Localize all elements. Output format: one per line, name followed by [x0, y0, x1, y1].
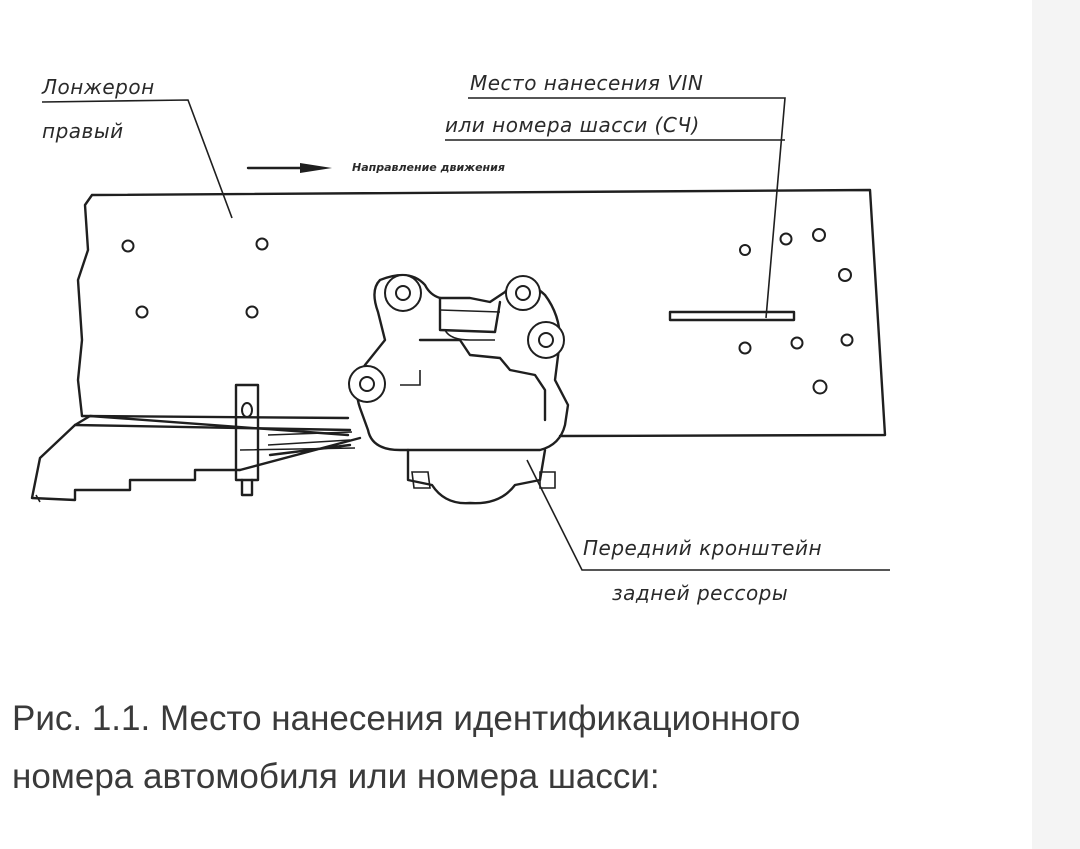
frame-rail-outline	[30, 188, 887, 502]
vin-leader-line	[468, 97, 786, 319]
spring-bracket	[348, 273, 570, 505]
frame-rail-detail-lines	[35, 431, 356, 503]
clamp-hole	[241, 402, 253, 418]
frame-hole	[255, 237, 269, 251]
spar-label-line1: Лонжерон	[41, 75, 155, 99]
frame-hole	[739, 244, 751, 256]
frame-hole	[245, 305, 259, 319]
bracket-label-line1: Передний кронштейн	[583, 536, 822, 560]
clamp-foot	[240, 478, 254, 497]
caption-line-2: номера автомобиля или номера шасси:	[12, 757, 660, 796]
frame-hole	[812, 228, 826, 242]
frame-hole	[135, 305, 149, 319]
vin-label-line2: или номера шасси (СЧ)	[445, 113, 700, 137]
frame-rail-flange	[73, 414, 362, 472]
side-panel	[1032, 0, 1080, 849]
spar-label-line2: правый	[42, 119, 124, 143]
vin-stamping-area	[668, 310, 796, 322]
vin-label-line1: Место нанесения VIN	[470, 71, 703, 95]
caption-line-1: Рис. 1.1. Место нанесения идентификацион…	[12, 699, 801, 738]
direction-label: Направление движения	[352, 161, 505, 174]
chassis-diagram: Направление движения Лонжерон правый Мес…	[30, 71, 890, 605]
frame-hole	[121, 239, 135, 253]
figure-caption: Рис. 1.1. Место нанесения идентификацион…	[12, 690, 1012, 806]
frame-hole	[812, 379, 828, 395]
frame-hole	[840, 333, 854, 347]
article-content: Направление движения Лонжерон правый Мес…	[12, 71, 1012, 806]
frame-hole	[790, 336, 804, 350]
frame-hole	[779, 232, 793, 246]
clamp-bracket	[234, 383, 260, 482]
frame-hole	[838, 268, 852, 282]
frame-hole	[738, 341, 752, 355]
direction-arrow	[246, 163, 332, 173]
bracket-label-line2: задней рессоры	[612, 581, 788, 605]
spar-leader-line	[41, 99, 233, 219]
bracket-leader-line	[526, 459, 890, 571]
